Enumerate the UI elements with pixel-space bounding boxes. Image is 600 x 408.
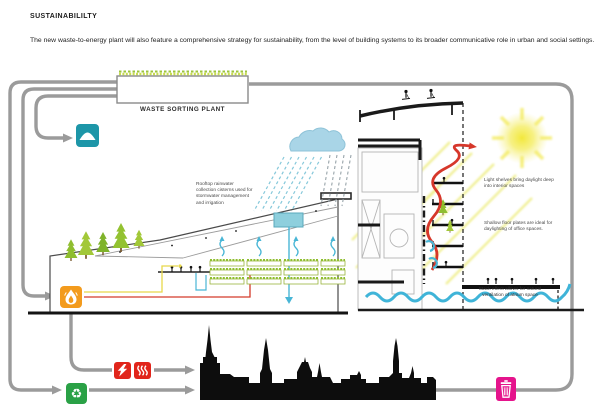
trash-bin-icon <box>496 377 516 401</box>
sun-rays <box>492 108 552 168</box>
power-bolt-glyph <box>117 364 128 377</box>
skier-figure <box>426 88 436 100</box>
trash-bin-glyph <box>500 380 512 398</box>
landfill-mound-glyph <box>79 132 96 140</box>
waste-sorting-plant-box <box>116 70 249 104</box>
page-subtitle: The new waste-to-energy plant will also … <box>30 37 595 44</box>
ski-roof-line <box>359 101 464 118</box>
water-service-line <box>195 273 207 291</box>
right-building-section <box>351 88 584 312</box>
rainwater-annotation: Rooftop rainwater collection cisterns us… <box>196 182 253 206</box>
recycle-glyph: ♻ <box>70 386 83 401</box>
atrium-tree <box>445 219 455 234</box>
waste-sorting-plant-label: WASTE SORTING PLANT <box>139 106 226 113</box>
pipe-to-recycling <box>8 80 117 395</box>
recycle-icon: ♻ <box>66 383 87 404</box>
flame-glyph <box>64 289 78 305</box>
heat-waves-glyph <box>137 365 148 376</box>
power-bolt-icon <box>114 362 131 379</box>
floor-plates <box>432 178 463 269</box>
landfill-mound-icon <box>76 124 99 147</box>
structure-lines <box>358 101 584 312</box>
water-down-arrow <box>285 297 293 304</box>
stack-effect-annotation: Stack effect allows for natural ventilat… <box>478 287 542 299</box>
waste-flow-pipes <box>8 80 574 395</box>
plant-machinery <box>357 147 423 311</box>
pipe-city-waste-loop <box>249 82 574 392</box>
pipe-incinerator-to-energy <box>69 309 112 372</box>
ventilation-wave <box>364 283 572 303</box>
page-title: SUSTAINABILILTY <box>30 13 98 20</box>
pipe-to-incinerator <box>21 87 117 301</box>
cool-air-squiggle <box>425 240 438 270</box>
copenhagen-skyline-silhouette <box>200 325 436 400</box>
skier-figure <box>401 89 411 101</box>
light-shelves-annotation: Light shelves bring daylight deep into i… <box>484 178 554 190</box>
hot-air-flow <box>426 142 477 271</box>
rain-cloud <box>289 127 346 152</box>
pipe-to-landfill <box>34 94 117 143</box>
evaporation-squiggles <box>219 239 336 257</box>
floor-plates-annotation: Shallow floor plates are ideal for dayli… <box>484 221 553 233</box>
rainfall <box>253 154 352 212</box>
flame-icon <box>60 286 82 308</box>
heat-waves-icon <box>134 362 151 379</box>
electric-service-line <box>84 265 178 293</box>
green-racks <box>209 236 346 285</box>
